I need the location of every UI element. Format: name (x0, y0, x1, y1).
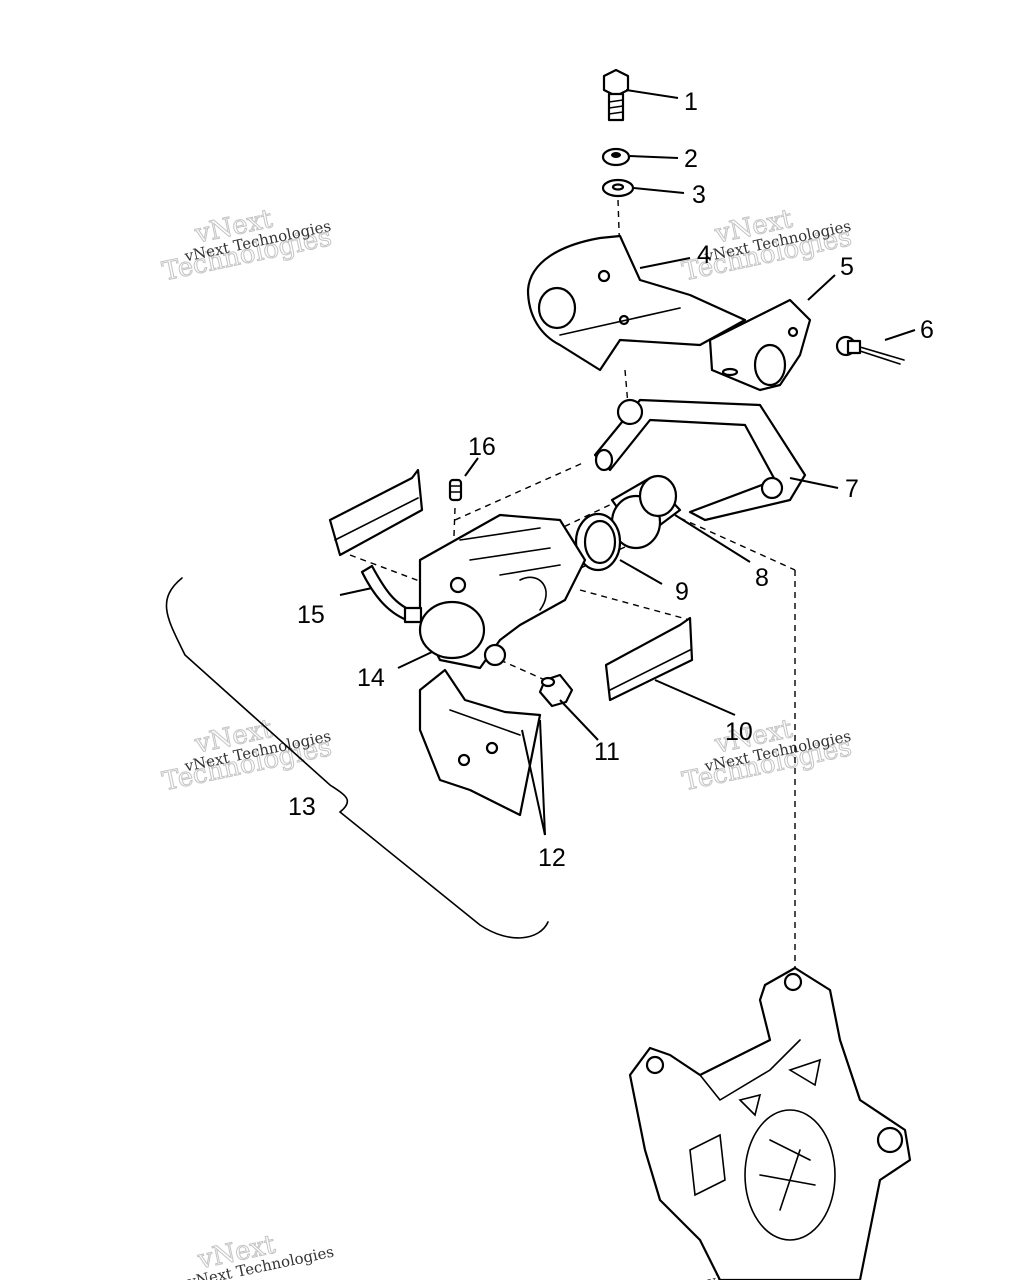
callout-14: 14 (357, 664, 385, 692)
callout-10: 10 (725, 718, 753, 746)
part-3-flat-washer (601, 178, 635, 198)
callout-12: 12 (538, 844, 566, 872)
group-bracket-13 (165, 577, 549, 939)
part-16-bleed-screw (448, 478, 463, 502)
part-1-bolt (602, 68, 630, 122)
part-5-pivot-arm (708, 298, 812, 392)
part-10-brake-pad (604, 616, 694, 702)
part-7-caliper-frame (593, 398, 807, 522)
callout-13: 13 (288, 793, 316, 821)
callout-7: 7 (845, 475, 859, 503)
callout-15: 15 (297, 601, 325, 629)
part-8-piston (610, 474, 682, 550)
callout-5: 5 (840, 253, 854, 281)
callout-leaders (339, 89, 916, 836)
callout-8: 8 (755, 564, 769, 592)
part-2-lock-washer (601, 147, 631, 167)
watermark-mid-left: vNext Technologies vNext Technologies (159, 713, 335, 797)
callout-1: 1 (684, 88, 698, 116)
callout-4: 4 (697, 241, 711, 269)
part-9-seal-ring (574, 512, 622, 572)
part-14-caliper-body (418, 513, 587, 670)
part-6-pin (835, 335, 905, 365)
steering-knuckle-housing (628, 966, 912, 1280)
callout-16: 16 (468, 433, 496, 461)
callout-11: 11 (594, 738, 620, 766)
watermark-bottom-left: vNext vNext Technologies (185, 1229, 335, 1280)
callout-3: 3 (692, 181, 706, 209)
watermark-top-left: vNext Technologies vNext Technologies (159, 203, 335, 287)
part-4-mounting-bracket (526, 234, 747, 372)
part-15-hose-fitting (360, 564, 423, 624)
part-11-nut (538, 673, 574, 708)
part-12-brake-pad (418, 668, 542, 817)
callout-2: 2 (684, 145, 698, 173)
shim-plate-upper (328, 468, 424, 557)
watermark-mid-right: vNext Technologies vNext Technologies (679, 713, 855, 797)
callout-labels: 1 2 3 4 5 6 7 8 9 10 11 12 13 14 15 16 (288, 88, 934, 872)
callout-6: 6 (920, 316, 934, 344)
callout-9: 9 (675, 578, 689, 606)
